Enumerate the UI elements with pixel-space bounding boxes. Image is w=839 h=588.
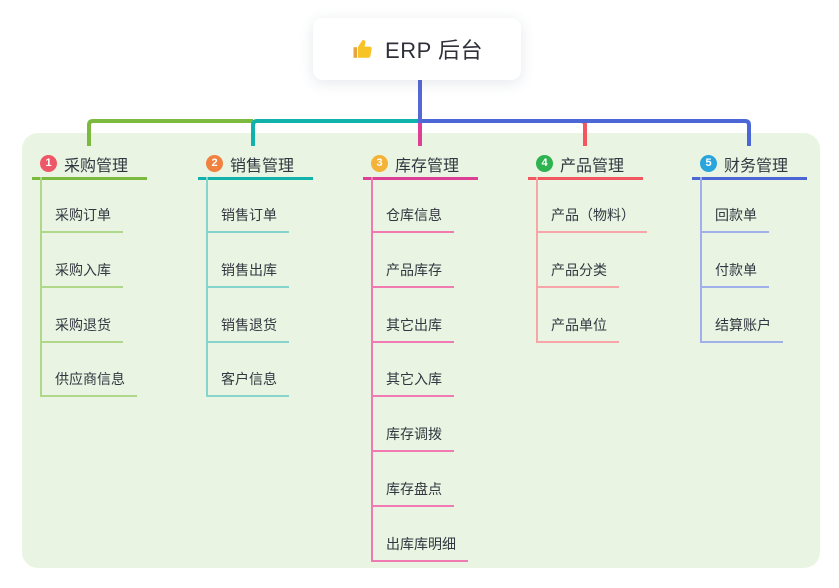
root-node-erp[interactable]: ERP 后台 <box>313 18 521 80</box>
child-topic[interactable]: 产品（物料） <box>536 205 647 233</box>
branch-topic-label: 库存管理 <box>395 157 460 175</box>
branch-topic-label: 产品管理 <box>560 157 625 175</box>
child-topic[interactable]: 付款单 <box>700 260 769 288</box>
child-topic[interactable]: 销售订单 <box>206 205 289 233</box>
child-topic[interactable]: 供应商信息 <box>40 369 137 397</box>
child-topic[interactable]: 采购退货 <box>40 315 123 343</box>
branch-number-badge: 5 <box>700 155 717 172</box>
branch-number-badge: 4 <box>536 155 553 172</box>
branch-topic-2[interactable]: 2 销售管理 <box>198 150 313 180</box>
child-topic[interactable]: 客户信息 <box>206 369 289 397</box>
child-topic[interactable]: 其它出库 <box>371 315 454 343</box>
branch-number-badge: 2 <box>206 155 223 172</box>
child-topic[interactable]: 回款单 <box>700 205 769 233</box>
child-topic[interactable]: 产品单位 <box>536 315 619 343</box>
branch-number-badge: 3 <box>371 155 388 172</box>
child-topic[interactable]: 产品库存 <box>371 260 454 288</box>
child-topic[interactable]: 销售退货 <box>206 315 289 343</box>
child-topic[interactable]: 出库库明细 <box>371 534 468 562</box>
branch-topic-label: 财务管理 <box>724 157 789 175</box>
root-title: ERP 后台 <box>385 38 483 63</box>
branch-topic-3[interactable]: 3 库存管理 <box>363 150 478 180</box>
child-topic[interactable]: 库存盘点 <box>371 479 454 507</box>
child-topic[interactable]: 销售出库 <box>206 260 289 288</box>
branch-topic-1[interactable]: 1 采购管理 <box>32 150 147 180</box>
child-topic[interactable]: 采购订单 <box>40 205 123 233</box>
branch-stem-line <box>700 177 702 343</box>
branch-stem-line <box>536 177 538 343</box>
branch-topic-5[interactable]: 5 财务管理 <box>692 150 807 180</box>
child-topic[interactable]: 采购入库 <box>40 260 123 288</box>
thumbs-up-icon <box>353 40 372 58</box>
child-topic[interactable]: 其它入库 <box>371 369 454 397</box>
branch-number-badge: 1 <box>40 155 57 172</box>
child-topic[interactable]: 结算账户 <box>700 315 783 343</box>
map-background-panel <box>22 133 820 568</box>
child-topic[interactable]: 仓库信息 <box>371 205 454 233</box>
branch-topic-4[interactable]: 4 产品管理 <box>528 150 643 180</box>
branch-topic-label: 采购管理 <box>64 157 129 175</box>
branch-topic-label: 销售管理 <box>230 157 295 175</box>
child-topic[interactable]: 产品分类 <box>536 260 619 288</box>
branch-stem-line <box>371 177 373 562</box>
child-topic[interactable]: 库存调拨 <box>371 424 454 452</box>
